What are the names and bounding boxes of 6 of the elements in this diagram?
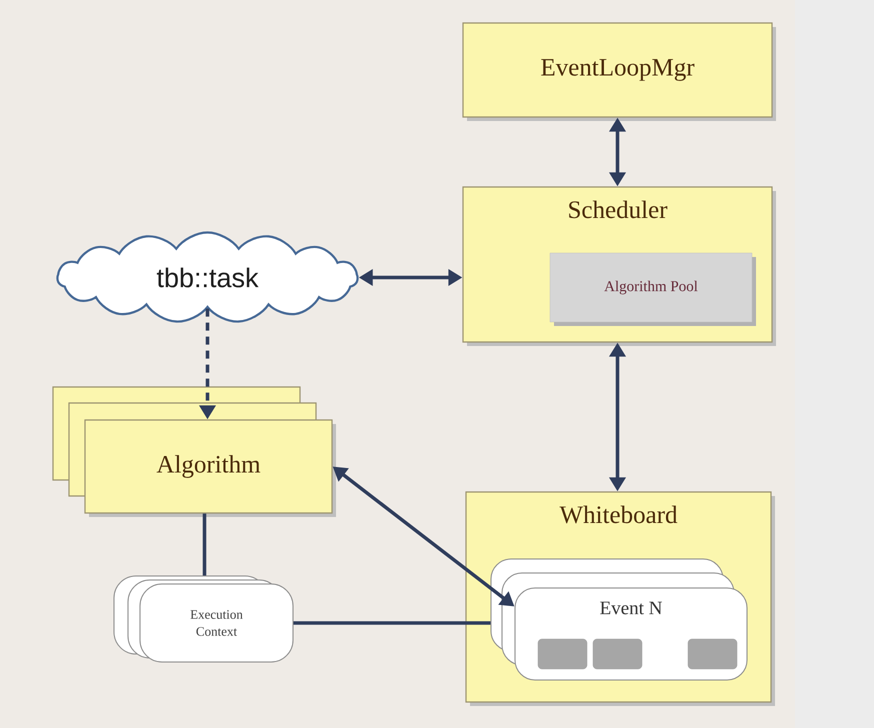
connector-line (294, 621, 490, 625)
pool-box: Algorithm Pool (550, 252, 756, 326)
component-box: EventLoopMgr (462, 22, 776, 121)
connector-line (202, 514, 206, 576)
context-card-stack: Execution Context (114, 576, 294, 662)
stacked-box: Algorithm (52, 386, 336, 517)
